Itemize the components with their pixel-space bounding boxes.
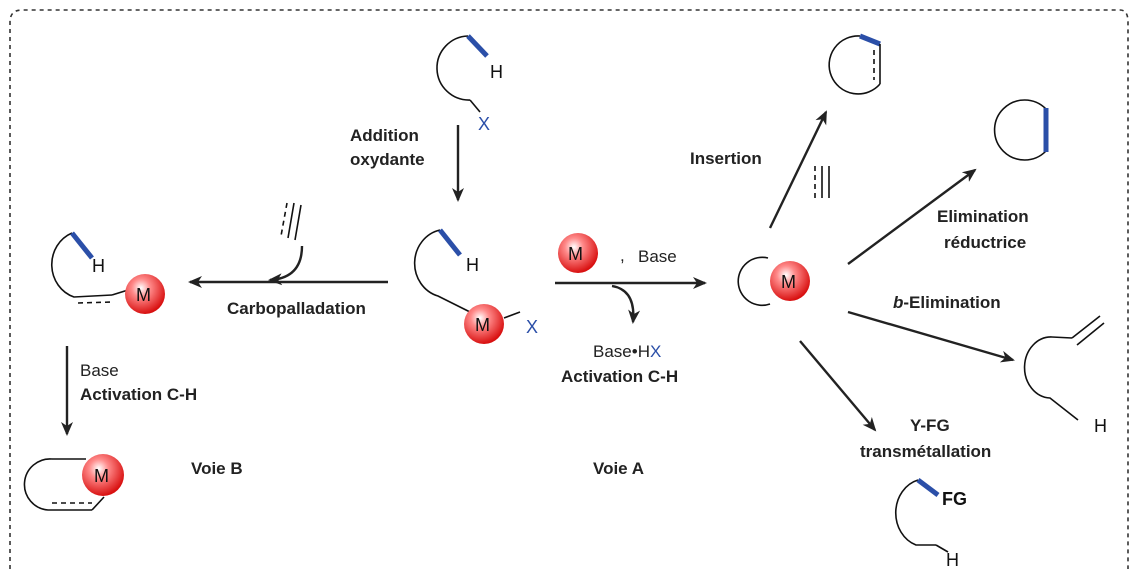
label-insertion: Insertion bbox=[690, 149, 762, 168]
atom-m: M bbox=[781, 272, 796, 292]
label-yfg: Y-FG bbox=[910, 416, 950, 435]
label-carbopalladation: Carbopalladation bbox=[227, 299, 366, 318]
atom-x: X bbox=[478, 114, 490, 134]
atom-h: H bbox=[946, 550, 959, 569]
product-reductive-elimination bbox=[993, 99, 1049, 161]
atom-x: X bbox=[526, 317, 538, 337]
label-addition: Addition bbox=[350, 126, 419, 145]
curved-arrow-alkyne bbox=[268, 245, 304, 286]
label-beta-elimination: b-Elimination bbox=[893, 293, 1001, 312]
metal-ball bbox=[82, 454, 124, 496]
label-voie-b: Voie B bbox=[191, 459, 243, 478]
alkyne-reagent-left bbox=[280, 202, 302, 241]
substrate-top: H X bbox=[436, 34, 503, 134]
arrow-transmetallation bbox=[799, 340, 877, 432]
palladacycle-center: M bbox=[737, 256, 810, 307]
product-transmetallation: FG H bbox=[894, 478, 967, 569]
palladacycle-left: M bbox=[23, 454, 124, 511]
metal-ball-reagent bbox=[558, 233, 598, 273]
atom-h: H bbox=[1094, 416, 1107, 436]
product-insertion bbox=[828, 33, 881, 95]
atom-h: H bbox=[92, 256, 105, 276]
label-base-reagent: Base bbox=[638, 247, 677, 266]
label-activation-a: Activation C-H bbox=[561, 367, 678, 386]
atom-h: H bbox=[490, 62, 503, 82]
metal-ball bbox=[125, 274, 165, 314]
arrow-reductive-elimination bbox=[847, 168, 977, 265]
label-reductrice: réductrice bbox=[944, 233, 1026, 252]
atom-m: M bbox=[568, 244, 583, 264]
label-activation-b: Activation C-H bbox=[80, 385, 197, 404]
label-elimination: Elimination bbox=[937, 207, 1029, 226]
label-transmetallation: transmétallation bbox=[860, 442, 991, 461]
atom-fg: FG bbox=[942, 489, 967, 509]
alkyne-reagent-insertion bbox=[814, 166, 830, 198]
metal-ball bbox=[770, 261, 810, 301]
intermediate-center: H M X bbox=[413, 228, 538, 344]
curved-arrow-base-hx bbox=[611, 284, 641, 324]
label-oxydante: oxydante bbox=[350, 150, 425, 169]
arrow-insertion bbox=[768, 110, 828, 229]
atom-h: H bbox=[466, 255, 479, 275]
label-voie-a: Voie A bbox=[593, 459, 644, 478]
atom-m: M bbox=[136, 285, 151, 305]
atom-m: M bbox=[475, 315, 490, 335]
dashed-frame bbox=[9, 9, 1129, 569]
label-base-b: Base bbox=[80, 361, 119, 380]
label-base-hx: Base•HX bbox=[593, 342, 661, 361]
product-beta-elimination: H bbox=[1023, 315, 1107, 436]
label-comma: , bbox=[620, 246, 625, 265]
metal-ball bbox=[464, 304, 504, 344]
intermediate-left: H M bbox=[50, 231, 165, 314]
arrow-beta-elimination bbox=[847, 310, 1015, 363]
atom-m: M bbox=[94, 466, 109, 486]
